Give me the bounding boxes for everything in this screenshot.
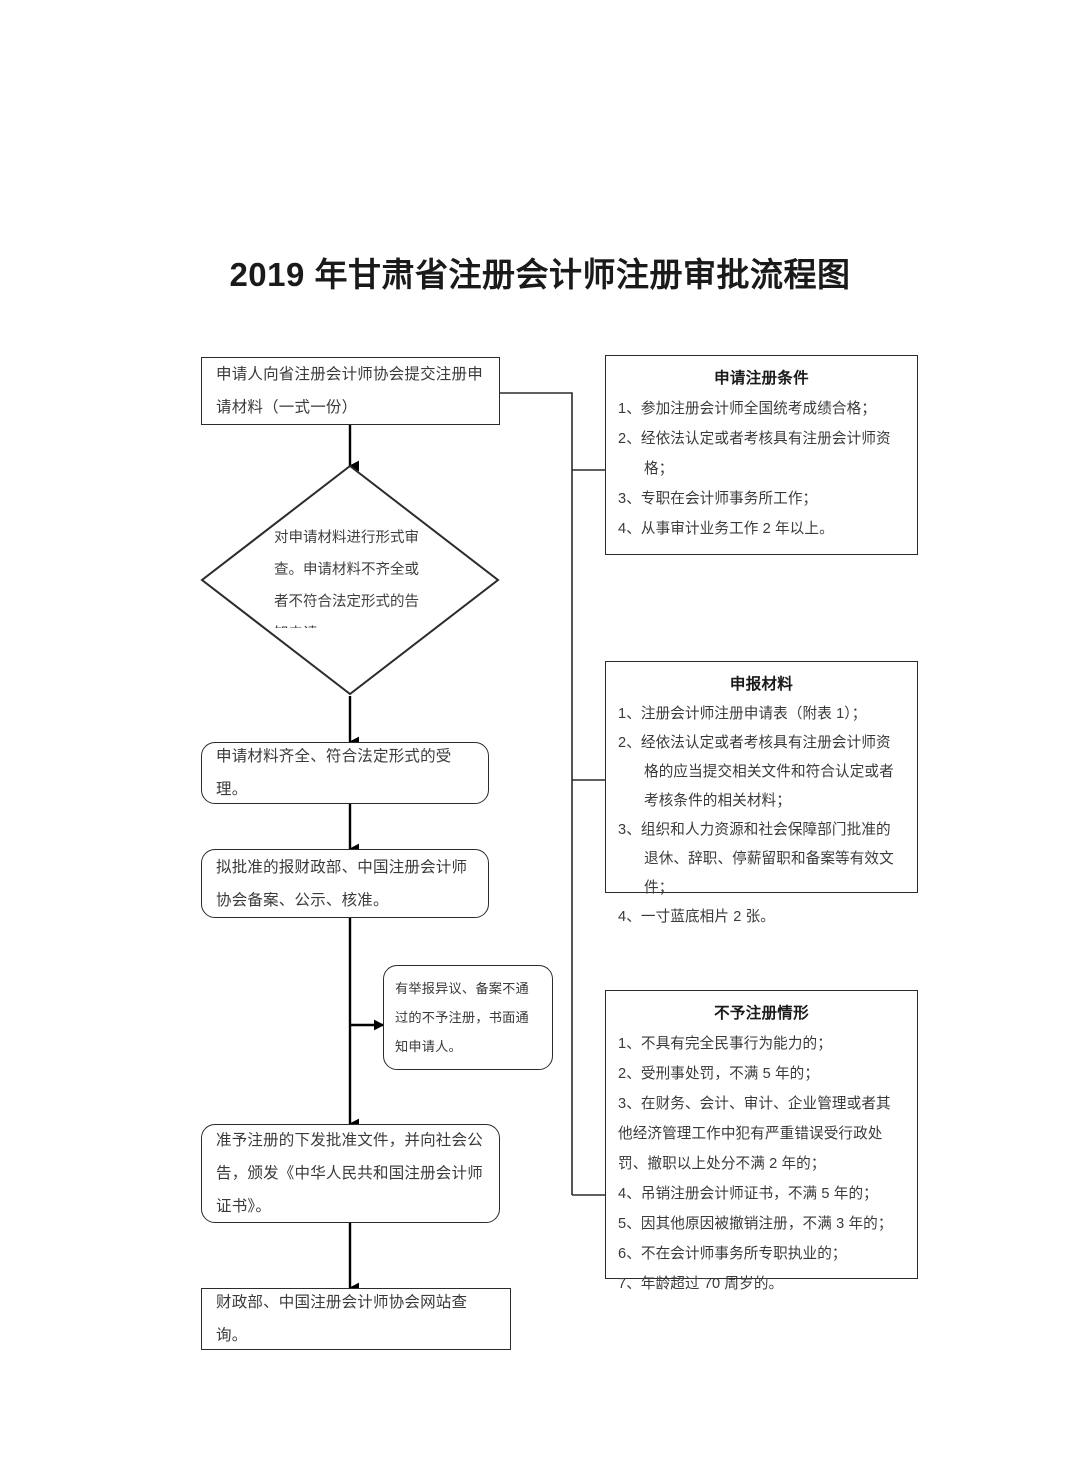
diamond-shape: [200, 464, 500, 696]
node-submit-application-label: 申请人向省注册会计师协会提交注册申请材料（一式一份）: [216, 366, 483, 416]
list-item: 1、注册会计师注册申请表（附表 1）；: [618, 706, 867, 722]
panel-registration-conditions-title: 申请注册条件: [714, 370, 809, 387]
list-item: 4、吊销注册会计师证书，不满 5 年的；: [618, 1186, 878, 1202]
page-title: 2019 年甘肃省注册会计师注册审批流程图: [229, 256, 851, 293]
node-grant-registration[interactable]: 准予注册的下发批准文件，并向社会公告，颁发《中华人民共和国注册会计师证书》。: [201, 1124, 500, 1223]
list-item: 3、在财务、会计、审计、企业管理或者其他经济管理工作中犯有严重错误受行政处罚、撤…: [618, 1096, 891, 1172]
panel-submission-materials-items: 1、注册会计师注册申请表（附表 1）； 2、经依法认定或者考核具有注册会计师资格…: [618, 700, 905, 932]
node-formal-review-decision[interactable]: 对申请材料进行形式审查。申请材料不齐全或者不符合法定形式的告知申请: [200, 464, 500, 696]
node-rejection-notice-label: 有举报异议、备案不通过的不予注册，书面通知申请人。: [395, 981, 529, 1054]
node-formal-review-label: 对申请材料进行形式审查。申请材料不齐全或者不符合法定形式的告知申请: [274, 530, 419, 628]
node-submit-application[interactable]: 申请人向省注册会计师协会提交注册申请材料（一式一份）: [201, 357, 500, 425]
panel-submission-materials-title: 申报材料: [729, 676, 794, 693]
list-item: 5、因其他原因被撤销注册，不满 3 年的；: [618, 1216, 893, 1232]
list-item: 7、年龄超过 70 周岁的。: [618, 1276, 784, 1292]
panel-submission-materials[interactable]: 申报材料 1、注册会计师注册申请表（附表 1）； 2、经依法认定或者考核具有注册…: [605, 661, 918, 925]
list-item: 2、经依法认定或者考核具有注册会计师资格的应当提交相关文件和符合认定或者考核条件…: [618, 735, 894, 809]
node-rejection-notice[interactable]: 有举报异议、备案不通过的不予注册，书面通知申请人。: [383, 965, 553, 1070]
panel-refusal-circumstances-title: 不予注册情形: [714, 1005, 809, 1022]
list-item: 1、参加注册会计师全国统考成绩合格；: [618, 401, 877, 417]
list-item: 1、不具有完全民事行为能力的；: [618, 1036, 832, 1052]
node-report-and-ratify[interactable]: 拟批准的报财政部、中国注册会计师协会备案、公示、核准。: [201, 849, 489, 918]
list-item: 3、组织和人力资源和社会保障部门批准的退休、辞职、停薪留职和备案等有效文件；: [618, 822, 894, 896]
list-item: 2、经依法认定或者考核具有注册会计师资格；: [618, 431, 891, 477]
panel-refusal-circumstances-items: 1、不具有完全民事行为能力的； 2、受刑事处罚，不满 5 年的； 3、在财务、会…: [618, 1029, 905, 1299]
node-report-and-ratify-label: 拟批准的报财政部、中国注册会计师协会备案、公示、核准。: [216, 858, 468, 909]
list-item: 6、不在会计师事务所专职执业的；: [618, 1246, 847, 1262]
panel-registration-conditions[interactable]: 申请注册条件 1、参加注册会计师全国统考成绩合格； 2、经依法认定或者考核具有注…: [605, 355, 918, 555]
list-item: 3、专职在会计师事务所工作；: [618, 491, 818, 507]
list-item: 4、从事审计业务工作 2 年以上。: [618, 521, 834, 537]
list-item: 4、一寸蓝底相片 2 张。: [618, 909, 775, 925]
node-application-accepted-label: 申请材料齐全、符合法定形式的受理。: [216, 748, 452, 798]
panel-refusal-circumstances[interactable]: 不予注册情形 1、不具有完全民事行为能力的； 2、受刑事处罚，不满 5 年的； …: [605, 990, 918, 1292]
list-item: 2、受刑事处罚，不满 5 年的；: [618, 1066, 820, 1082]
node-grant-registration-label: 准予注册的下发批准文件，并向社会公告，颁发《中华人民共和国注册会计师证书》。: [216, 1132, 483, 1215]
panel-registration-conditions-items: 1、参加注册会计师全国统考成绩合格； 2、经依法认定或者考核具有注册会计师资格；…: [618, 394, 905, 544]
node-website-query[interactable]: 财政部、中国注册会计师协会网站查询。: [201, 1288, 511, 1350]
node-application-accepted[interactable]: 申请材料齐全、符合法定形式的受理。: [201, 742, 489, 804]
node-website-query-label: 财政部、中国注册会计师协会网站查询。: [216, 1294, 468, 1344]
